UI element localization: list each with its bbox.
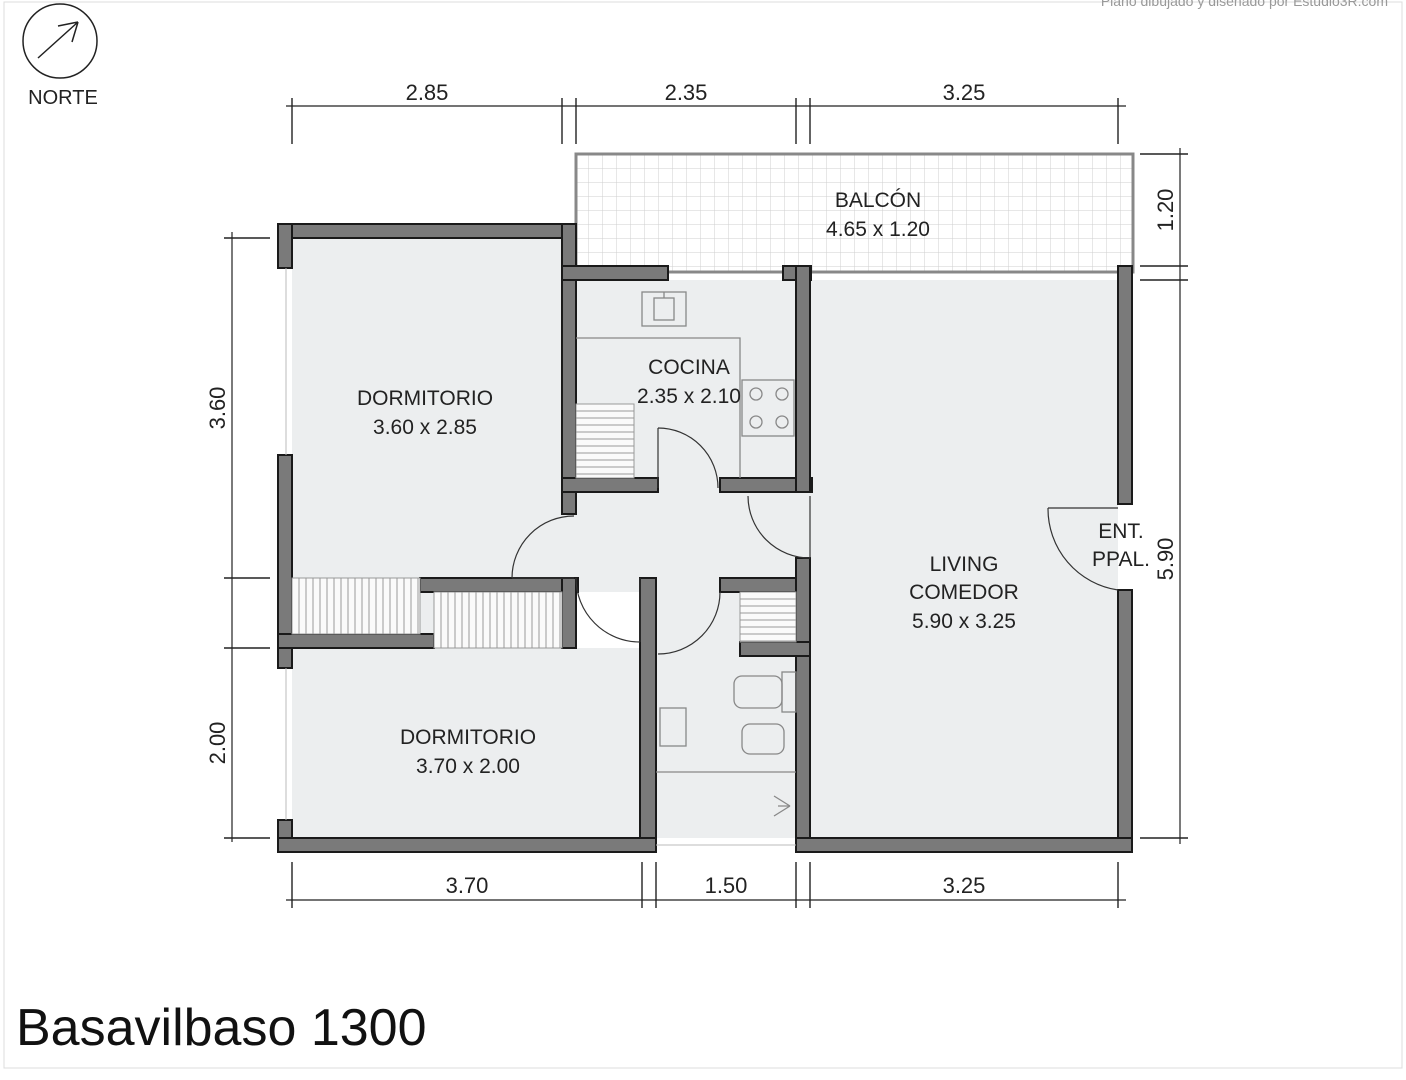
entrance-label-line1: ENT.	[1098, 520, 1144, 543]
page-frame	[3, 1, 1403, 1069]
balcony-area	[574, 152, 1135, 274]
bathroom-fixtures	[656, 671, 797, 817]
dim-right-1: 1.20	[1153, 189, 1178, 232]
room-name-living: LIVING	[930, 553, 999, 576]
dim-left-1: 3.60	[205, 387, 230, 430]
kitchen-counter	[576, 291, 741, 478]
plan-title: Basavilbaso 1300	[16, 999, 427, 1057]
north-label: NORTE	[28, 87, 98, 109]
room-size-balcon: 4.65 x 1.20	[826, 218, 930, 241]
dimension-lines	[224, 98, 1188, 908]
room-name-dormitorio-2: DORMITORIO	[400, 726, 536, 749]
dim-top-1: 2.85	[406, 80, 449, 105]
room-size-dormitorio-1: 3.60 x 2.85	[373, 416, 477, 439]
windows	[285, 268, 796, 846]
room-size-cocina: 2.35 x 2.10	[637, 385, 741, 408]
credit-text: Plano dibujado y diseñado por Estudio3R.…	[1101, 0, 1388, 9]
dim-top-3: 3.25	[943, 80, 986, 105]
dim-bottom-1: 3.70	[446, 873, 489, 898]
room-name-comedor: COMEDOR	[909, 581, 1019, 604]
dim-bottom-2: 1.50	[705, 873, 748, 898]
doors	[511, 427, 1119, 655]
dim-top-2: 2.35	[665, 80, 708, 105]
room-size-dormitorio-2: 3.70 x 2.00	[416, 755, 520, 778]
entrance-label-line2: PPAL.	[1092, 548, 1150, 571]
stove-icon	[741, 379, 795, 437]
hatch-lines	[298, 410, 796, 648]
room-size-living: 5.90 x 3.25	[912, 610, 1016, 633]
north-arrow-icon	[22, 3, 98, 79]
dim-left-2: 2.00	[205, 722, 230, 765]
floor-areas	[292, 238, 1118, 838]
room-name-dormitorio-1: DORMITORIO	[357, 387, 493, 410]
room-name-cocina: COCINA	[648, 356, 730, 379]
dim-right-2: 5.90	[1153, 538, 1178, 581]
room-name-balcon: BALCÓN	[835, 189, 921, 212]
walls	[277, 223, 1133, 853]
dim-bottom-3: 3.25	[943, 873, 986, 898]
